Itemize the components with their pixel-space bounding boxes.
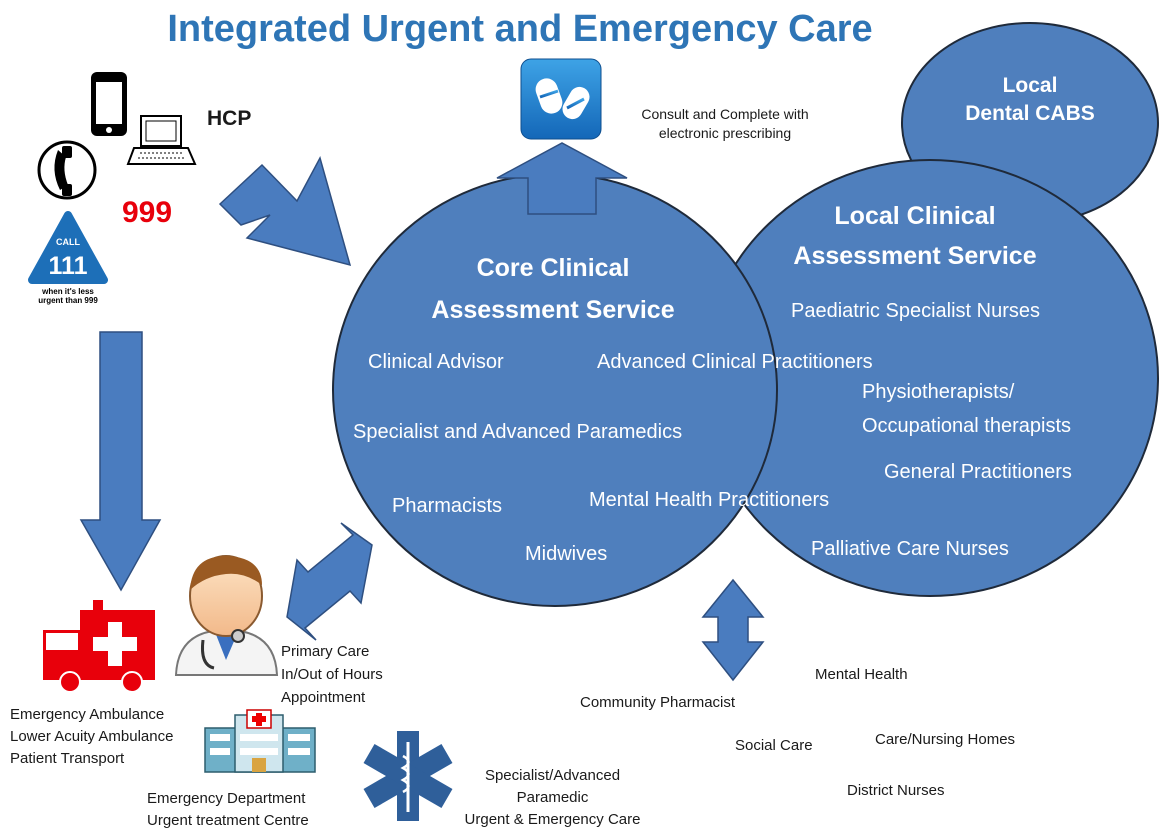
pills-app-icon [520,58,602,140]
hcp-label: HCP [207,107,252,130]
prescribing-line-2: electronic prescribing [658,125,792,141]
local-clinical-title: Local Clinical Assessment Service [780,196,1050,276]
paramedic-line-3: Urgent & Emergency Care [464,811,641,828]
ambulance-line-2: Lower Acuity Ambulance [10,728,174,745]
call-111-number: 111 [49,252,88,280]
arrow-diagonal-to-core [218,156,352,267]
primary-care-line-2: In/Out of Hours [281,666,383,683]
hospital-line-1: Emergency Department [147,790,306,807]
core-clinical-circle [332,173,778,607]
core-title-line-1: Core Clinical [476,254,630,282]
call-111-call-word: CALL [56,237,80,247]
role-occupational-therapists: Occupational therapists [862,415,1072,437]
laptop-icon [126,115,197,165]
community-pharmacist: Community Pharmacist [580,694,736,711]
call-111-tagline-2: urgent than 999 [38,296,98,305]
local-title-line-2: Assessment Service [793,242,1037,270]
doctor-icon [174,555,279,676]
ambulance-line-1: Emergency Ambulance [10,706,165,723]
core-title-line-2: Assessment Service [431,296,675,324]
role-advanced-clinical-practitioners: Advanced Clinical Practitioners [597,351,873,373]
role-pharmacists: Pharmacists [392,495,503,517]
primary-care-line-1: Primary Care [281,643,370,660]
paramedic-label: Specialist/Advanced Paramedic Urgent & E… [445,765,660,831]
primary-care-label: Primary Care In/Out of Hours Appointment [281,640,383,709]
arrow-up-prescribing [496,142,628,215]
dental-line-1: Local [1002,74,1058,97]
paramedic-line-2: Paramedic [516,789,589,806]
role-palliative-care-nurses: Palliative Care Nurses [811,538,1009,560]
community-care-nursing-homes: Care/Nursing Homes [875,731,1016,748]
telephone-icon [37,140,97,200]
community-social-care: Social Care [735,737,813,754]
paramedic-line-1: Specialist/Advanced [484,767,621,784]
role-specialist-paramedics: Specialist and Advanced Paramedics [353,421,683,443]
prescribing-line-1: Consult and Complete with [641,106,809,122]
role-paediatric-nurses: Paediatric Specialist Nurses [791,300,1040,322]
community-district-nurses: District Nurses [847,782,945,799]
prescribing-label: Consult and Complete with electronic pre… [610,105,840,143]
ambulance-line-3: Patient Transport [10,750,125,767]
hospital-line-2: Urgent treatment Centre [147,812,309,829]
call-111-tagline-1: when it's less [41,287,94,296]
hospital-label: Emergency Department Urgent treatment Ce… [147,788,309,832]
arrow-double-community [701,578,765,682]
dental-cabs-label: Local Dental CABS [960,72,1100,128]
core-clinical-title: Core Clinical Assessment Service [408,247,698,331]
ambulance-label: Emergency Ambulance Lower Acuity Ambulan… [10,704,173,770]
arrow-down-ambulance [79,331,162,592]
ambulance-icon [43,600,155,693]
role-physiotherapists: Physiotherapists/ [862,381,1015,403]
call-111-logo: CALL 111 when it's less urgent than 999 [28,211,108,305]
arrow-double-primary-care [286,522,373,641]
number-999: 999 [122,196,173,229]
local-title-line-1: Local Clinical [834,202,996,230]
primary-care-line-3: Appointment [281,689,366,706]
dental-line-2: Dental CABS [965,102,1095,125]
community-mental-health: Mental Health [815,666,908,683]
star-of-life-icon [363,731,453,821]
role-mental-health-practitioners: Mental Health Practitioners [589,489,830,511]
mobile-phone-icon [91,72,127,136]
role-clinical-advisor: Clinical Advisor [368,351,504,373]
role-general-practitioners: General Practitioners [884,461,1072,483]
role-midwives: Midwives [525,543,608,565]
hospital-icon [204,709,316,773]
page-title: Integrated Urgent and Emergency Care [167,8,873,50]
